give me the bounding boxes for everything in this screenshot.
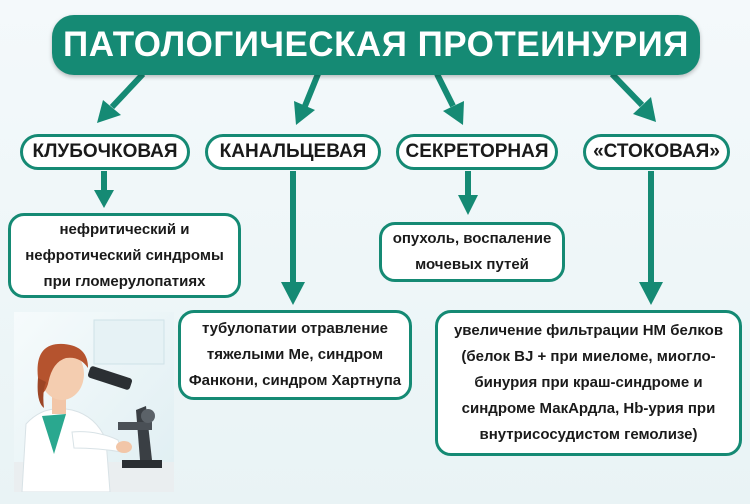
arrow-head	[97, 100, 121, 123]
arrow-head	[633, 97, 656, 122]
desc-secretory-line: опухоль, воспаление	[392, 230, 552, 247]
desc-overflow-line: бинурия при краш-синдроме и	[474, 374, 703, 391]
arrow-head	[281, 282, 305, 305]
desc-glomerular-line: нефритический и	[59, 220, 190, 238]
arrow-head	[294, 101, 315, 125]
desc-overflow: увеличение фильтрации НМ белков (белок B…	[435, 310, 742, 456]
arrow-head	[443, 101, 464, 125]
desc-overflow-line: (белок BJ + при миеломе, миогло-	[461, 348, 716, 365]
desc-tubular: тубулопатии отравление тяжелыми Ме, синд…	[178, 310, 412, 400]
arrow-title-to-glomerular	[109, 71, 146, 110]
arrow-title-to-secretory	[434, 72, 456, 108]
desc-overflow-line: увеличение фильтрации НМ белков	[453, 322, 724, 339]
category-tubular: КАНАЛЬЦЕВАЯ	[205, 134, 381, 170]
desc-secretory: опухоль, воспаление мочевых путей	[379, 222, 565, 282]
arrow-head	[458, 195, 478, 215]
arrow-title-to-overflow	[609, 71, 645, 108]
desc-glomerular-line: при гломерулопатиях	[43, 272, 206, 290]
arrow-head	[639, 282, 663, 305]
desc-overflow-line: синдроме МакАрдла, Hb-урия при	[461, 400, 716, 417]
category-overflow: «СТОКОВАЯ»	[583, 134, 730, 170]
desc-glomerular-line: нефротический синдромы	[25, 246, 224, 264]
category-secretory: СЕКРЕТОРНАЯ	[396, 134, 558, 170]
laboratory-photo	[14, 312, 174, 492]
lab-scientist-illustration	[14, 312, 174, 492]
arrow-head	[94, 190, 114, 208]
desc-tubular-line: Фанкони, синдром Хартнупа	[188, 372, 402, 389]
arrow-title-to-tubular	[302, 72, 321, 108]
desc-secretory-line: мочевых путей	[415, 256, 529, 273]
desc-overflow-line: внутрисосудистом гемолизе)	[479, 426, 698, 443]
page-title: ПАТОЛОГИЧЕСКАЯ ПРОТЕИНУРИЯ	[63, 25, 689, 64]
desc-tubular-line: тубулопатии отравление	[201, 320, 389, 337]
category-glomerular: КЛУБОЧКОВАЯ	[20, 134, 190, 170]
desc-tubular-line: тяжелыми Ме, синдром	[206, 346, 384, 363]
desc-glomerular: нефритический и нефротический синдромы п…	[8, 213, 241, 298]
title-banner: ПАТОЛОГИЧЕСКАЯ ПРОТЕИНУРИЯ	[52, 15, 700, 75]
